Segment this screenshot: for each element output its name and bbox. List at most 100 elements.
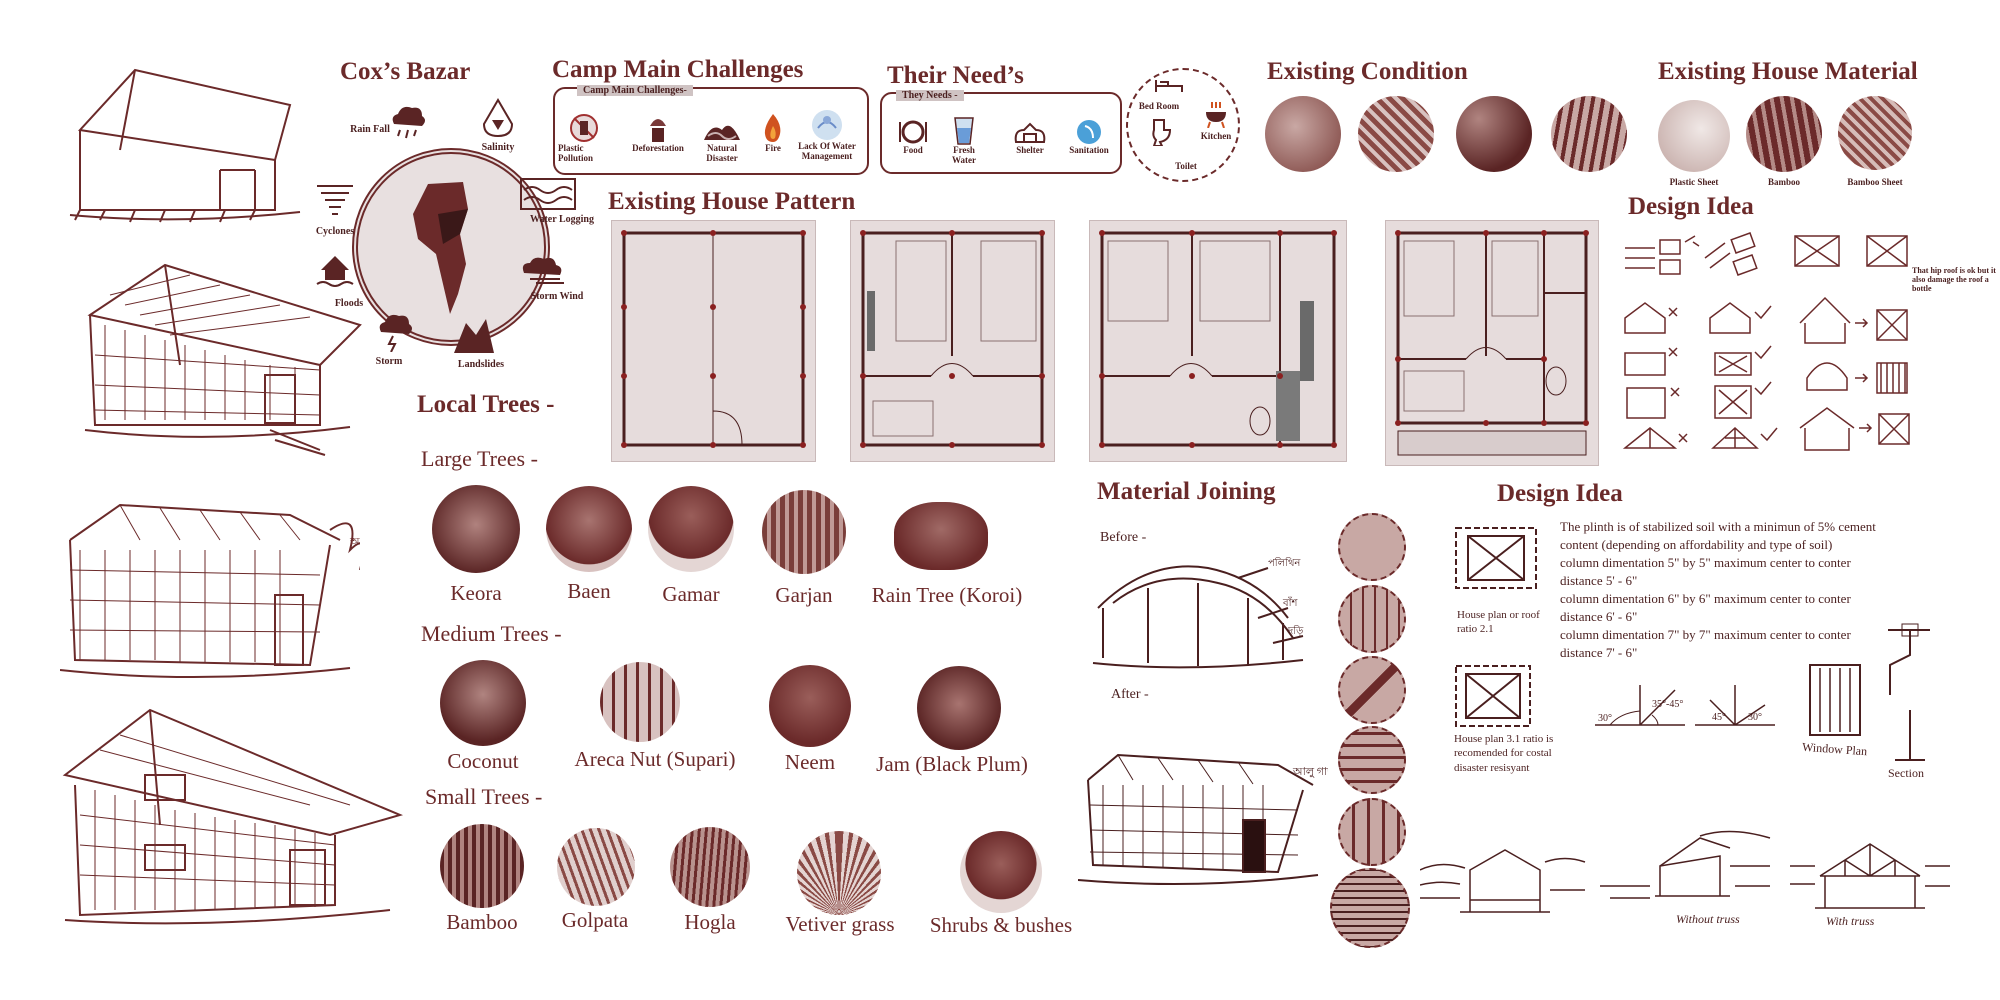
room-label-toilet: Toilet xyxy=(1175,161,1197,171)
challenge-label-water: Lack Of Water Management xyxy=(798,141,856,161)
need-sanitation: Sanitation xyxy=(1064,118,1114,156)
plinth-note: The plinth is of stabilized soil with a … xyxy=(1560,519,1876,552)
plan-1-drawing xyxy=(621,230,806,448)
section-label: Section xyxy=(1888,766,1924,780)
material-label-bamboo-sheet: Bamboo Sheet xyxy=(1847,177,1903,187)
plan-3-drawing xyxy=(1099,230,1337,448)
kitchen-grill-icon xyxy=(1206,102,1226,128)
tree-jam-photo xyxy=(917,666,1001,750)
camp-challenges-title: Camp Main Challenges xyxy=(552,56,804,83)
rain-cloud-icon xyxy=(392,106,425,139)
tree-label-neem: Neem xyxy=(784,750,836,774)
material-label-bamboo: Bamboo xyxy=(1767,177,1800,187)
house-plan-3 xyxy=(1089,220,1347,462)
house-pattern-title: Existing House Pattern xyxy=(608,188,856,215)
water-glass-icon xyxy=(954,117,974,145)
needs-tag: They Needs - xyxy=(896,90,964,101)
plan-ratio-31-caption: House plan 3.1 ratio is recomended for c… xyxy=(1454,733,1554,774)
challenge-fire: Fire xyxy=(756,112,790,154)
large-trees-title: Large Trees - xyxy=(421,446,538,471)
tree-label-baen: Baen xyxy=(567,579,611,603)
joining-after-sketch: আলু গাছ xyxy=(1078,753,1328,885)
tree-vetiver-photo xyxy=(797,831,881,915)
joint-detail-1 xyxy=(1338,513,1406,581)
tree-label-rain-tree: Rain Tree (Koroi) xyxy=(871,583,1023,607)
hazard-label-floods: Floods xyxy=(334,298,364,309)
tree-baen-photo xyxy=(546,486,632,572)
design-idea-top-note: That hip roof is ok but it also damage t… xyxy=(1912,266,1996,294)
joint-detail-6 xyxy=(1330,868,1410,948)
material-bamboo-sheet-photo xyxy=(1838,96,1912,170)
plan-ratio-21-caption: House plan or roof ratio 2.1 xyxy=(1457,609,1540,636)
tornado-icon xyxy=(317,185,353,215)
without-truss-label: Without truss xyxy=(1676,912,1740,926)
disaster-icon xyxy=(704,125,740,140)
challenge-label-disaster: Natural Disaster xyxy=(706,143,738,163)
roof-angle-sketch-1 xyxy=(1595,685,1685,726)
material-joining-after-label: After - xyxy=(1111,687,1149,702)
material-label-plastic: Plastic Sheet xyxy=(1669,177,1719,187)
district-map-icon xyxy=(413,182,468,314)
needs-panel: They Needs - xyxy=(880,90,1122,174)
roof-angle-label-1b: 30° xyxy=(1598,713,1612,724)
bed-icon xyxy=(1155,80,1183,92)
material-plastic-photo xyxy=(1658,100,1730,172)
shelter-hands-icon xyxy=(1014,122,1046,143)
condition-photo-3 xyxy=(1456,96,1532,172)
need-label-food: Food xyxy=(903,145,923,155)
tree-garjan-photo xyxy=(762,490,846,574)
wind-flow-sketch-with-truss xyxy=(1790,843,1950,909)
tree-label-coconut: Coconut xyxy=(447,749,519,773)
storm-wind-icon xyxy=(522,257,564,284)
need-label-water: Fresh Water xyxy=(952,145,976,165)
hazard-label-storm-wind: Storm Wind xyxy=(530,291,584,302)
column-spec-2: column dimentation 6" by 6" maximum cent… xyxy=(1560,591,1851,624)
plan-ratio-31-sketch xyxy=(1455,665,1531,727)
water-logging-icon xyxy=(520,178,576,210)
challenge-label-fire: Fire xyxy=(765,143,781,153)
column-spec-3: column dimentation 7" by 7" maximum cent… xyxy=(1560,627,1851,660)
sanitation-icon xyxy=(1077,120,1101,144)
tree-label-shrubs: Shrubs & bushes xyxy=(929,913,1073,937)
water-management-icon xyxy=(812,110,842,140)
hazard-rain-fall: Rain Fall xyxy=(350,102,425,152)
joint-detail-3 xyxy=(1338,656,1406,724)
plan-4-drawing xyxy=(1395,230,1589,456)
flood-house-icon xyxy=(316,256,354,287)
tree-label-areca: Areca Nut (Supari) xyxy=(574,747,736,771)
tree-label-gamar: Gamar xyxy=(662,582,720,606)
hazard-label-landslides: Landslides xyxy=(457,359,505,370)
material-bamboo-photo xyxy=(1746,96,1822,172)
tree-keora-photo xyxy=(432,485,520,573)
window-plan-label: Window Plan xyxy=(1801,739,1868,759)
hazard-label-cyclones: Cyclones xyxy=(315,226,355,237)
hazard-storm-wind: Storm Wind xyxy=(512,255,602,305)
material-joining-before-label: Before - xyxy=(1100,530,1147,545)
storm-cloud-icon xyxy=(379,314,412,352)
medium-trees-title: Medium Trees - xyxy=(421,621,562,646)
challenge-label-plastic: Plastic Pollution xyxy=(558,143,594,163)
svg-text:আলু গাছ: আলু গাছ xyxy=(1292,766,1328,778)
roof-angle-label-2b: 30° xyxy=(1748,712,1762,723)
toilet-icon xyxy=(1152,119,1172,146)
design-idea-bottom-title: Design Idea xyxy=(1497,480,1623,507)
column-spec-1: column dimentation 5" by 5" maximum cent… xyxy=(1560,555,1851,588)
hazard-label-rain-fall: Rain Fall xyxy=(350,124,390,135)
roof-angle-sketch-2 xyxy=(1695,685,1775,726)
hazard-label-storm: Storm xyxy=(375,356,403,367)
plan-ratio-21-sketch xyxy=(1455,527,1537,589)
camp-challenges-tag: Camp Main Challenges- xyxy=(577,85,693,96)
room-cycle: Bed Room Kitchen Toilet xyxy=(1126,68,1240,182)
svg-text:আলু গাছ: আলু গাছ xyxy=(349,536,360,548)
condition-photo-1 xyxy=(1265,96,1341,172)
house-plan-1 xyxy=(611,220,816,462)
challenge-plastic: Plastic Pollution xyxy=(558,112,610,164)
coxs-bazar-map xyxy=(352,148,550,346)
plan-2-drawing xyxy=(860,230,1045,448)
tree-label-bamboo: Bamboo xyxy=(446,910,518,934)
fire-icon xyxy=(764,114,781,142)
room-label-kitchen: Kitchen xyxy=(1200,131,1232,141)
hazard-label-water-logging: Water Logging xyxy=(530,214,594,225)
svg-text:দড়ি: দড়ি xyxy=(1287,625,1304,637)
tree-stump-icon xyxy=(650,119,666,142)
